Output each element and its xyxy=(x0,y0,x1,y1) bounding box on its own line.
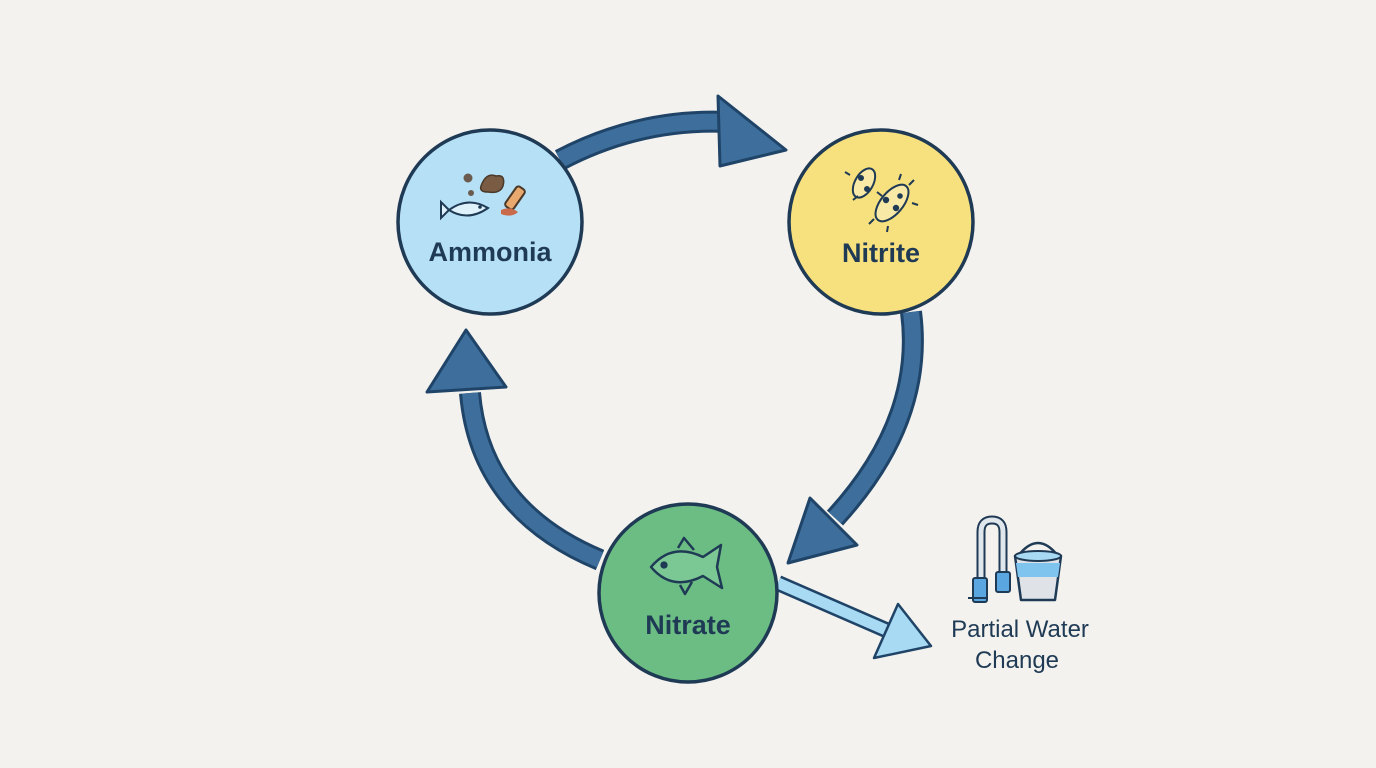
water-change-label-line1: Partial Water xyxy=(951,616,1089,643)
node-ammonia-circle xyxy=(396,128,584,316)
bacteria-icon xyxy=(844,167,919,233)
node-nitrate-circle xyxy=(597,502,779,684)
siphon-icon xyxy=(968,515,1011,603)
fish-waste-food-icon xyxy=(440,173,526,221)
arrow-nitrite-to-nitrate xyxy=(786,310,924,565)
node-nitrate: Nitrate xyxy=(597,502,779,684)
node-ammonia: Ammonia xyxy=(396,128,584,316)
bucket-icon xyxy=(1013,541,1063,602)
water-change-label-line2: Change xyxy=(975,647,1059,674)
node-ammonia-label: Ammonia xyxy=(428,237,552,267)
arrow-ammonia-to-nitrite xyxy=(554,94,788,170)
node-nitrite-label: Nitrite xyxy=(842,238,920,268)
arrow-nitrate-to-ammonia xyxy=(425,328,605,571)
node-nitrite: Nitrite xyxy=(787,128,975,316)
node-nitrate-label: Nitrate xyxy=(645,610,731,640)
arrow-nitrate-to-water-change xyxy=(774,575,933,660)
partial-water-change: Partial Water Change xyxy=(951,515,1089,674)
fish-icon xyxy=(649,536,724,596)
